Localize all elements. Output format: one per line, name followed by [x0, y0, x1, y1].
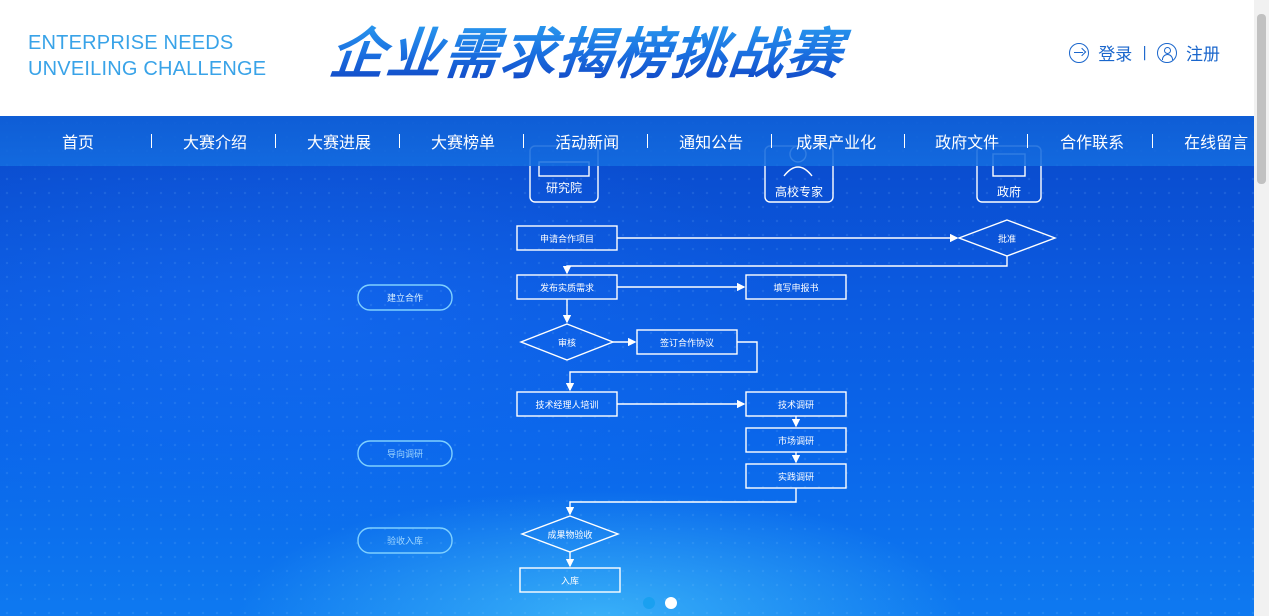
site-header: ENTERPRISE NEEDS UNVEILING CHALLENGE 企业需… — [0, 0, 1254, 116]
step-storage-box — [519, 567, 621, 593]
phase-label: 验收入库 — [387, 535, 423, 547]
login-label: 登录 — [1098, 45, 1133, 65]
nav-item-label: 合作联系 — [1060, 133, 1125, 152]
nav-divider — [647, 134, 649, 148]
nav-item[interactable]: 大赛进展 — [307, 129, 401, 153]
nav-item-label: 在线留言 — [1184, 133, 1249, 152]
step-label: 市场调研 — [778, 435, 814, 447]
step-label: 入库 — [561, 575, 579, 587]
phase-research-pill — [357, 440, 453, 467]
carousel-pagination — [643, 597, 677, 609]
arrow-sign-training — [565, 341, 758, 392]
step-label: 实践调研 — [778, 471, 814, 483]
nav-item[interactable]: 通知公告 — [679, 129, 773, 153]
step-review-diamond — [519, 323, 615, 361]
register-label: 注册 — [1186, 45, 1220, 65]
expert-body-icon — [783, 166, 813, 177]
brand-english-line-1: ENTERPRISE NEEDS — [28, 32, 234, 54]
step-label: 填写申报书 — [773, 282, 818, 294]
brand-chinese-title-logo[interactable]: 企业需求揭榜挑战赛 — [326, 20, 918, 88]
step-label: 批准 — [998, 233, 1016, 245]
scrollbar-thumb[interactable] — [1257, 14, 1266, 184]
actor-label: 高校专家 — [775, 184, 823, 199]
step-label: 技术调研 — [778, 399, 814, 411]
auth-links: 登录 | 注册 — [1069, 40, 1220, 65]
main-nav: 首页 大赛介绍 大赛进展 大赛榜单 活动新闻 通知公告 成果产业化 政府文件 合作联系 在线留言 — [0, 116, 1254, 166]
nav-divider — [904, 134, 906, 148]
actor-label: 研究院 — [546, 180, 582, 195]
nav-divider — [771, 134, 773, 148]
nav-divider — [523, 134, 525, 148]
brand-english-name: ENTERPRISE NEEDS UNVEILING CHALLENGE — [28, 30, 266, 82]
login-link[interactable]: 登录 — [1069, 40, 1132, 65]
step-label: 签订合作协议 — [660, 337, 714, 349]
nav-item[interactable]: 首页 — [62, 129, 153, 153]
nav-item-label: 大赛进展 — [307, 133, 372, 152]
arrow-circle-icon — [1069, 42, 1090, 63]
nav-item[interactable]: 合作联系 — [1060, 129, 1154, 153]
nav-divider — [1152, 134, 1154, 148]
phase-label: 建立合作 — [387, 292, 423, 304]
nav-item-label: 大赛榜单 — [431, 133, 496, 152]
arrow-practice-acceptance — [565, 488, 797, 516]
carousel-dot[interactable] — [643, 597, 655, 609]
cooperation-flowchart: 研究院 高校专家 政府 申请合作项目 批准 发布实质需求 填写申报书 审核 签订… — [357, 145, 1057, 593]
phase-label: 导向调研 — [387, 448, 423, 460]
nav-divider — [151, 134, 153, 148]
auth-separator: | — [1142, 44, 1147, 61]
step-label: 成果物验收 — [547, 529, 592, 541]
nav-item-label: 首页 — [62, 133, 95, 152]
phase-cooperation-pill — [357, 284, 453, 311]
nav-item[interactable]: 大赛榜单 — [431, 129, 525, 153]
step-label: 发布实质需求 — [540, 282, 594, 294]
nav-item[interactable]: 活动新闻 — [555, 129, 649, 153]
nav-divider — [1027, 134, 1029, 148]
phase-acceptance-pill — [357, 527, 453, 554]
step-label: 审核 — [558, 337, 576, 349]
brand-english-line-2: UNVEILING CHALLENGE — [28, 58, 267, 80]
nav-item[interactable]: 在线留言 — [1184, 129, 1269, 153]
nav-divider — [275, 134, 277, 148]
nav-item-label: 通知公告 — [679, 133, 744, 152]
step-label: 申请合作项目 — [540, 233, 594, 245]
user-circle-icon — [1157, 42, 1177, 63]
nav-item[interactable]: 政府文件 — [935, 129, 1029, 153]
carousel-dot[interactable] — [665, 597, 677, 609]
actor-label: 政府 — [997, 184, 1021, 199]
banner-dot-pattern — [0, 116, 1254, 616]
register-link[interactable]: 注册 — [1157, 40, 1220, 65]
nav-item-label: 政府文件 — [935, 133, 1000, 152]
nav-item-label: 成果产业化 — [796, 133, 877, 152]
step-label: 技术经理人培训 — [535, 399, 598, 411]
nav-divider — [399, 134, 401, 148]
step-fill-box — [745, 274, 847, 300]
page-scrollbar[interactable] — [1254, 0, 1269, 616]
nav-item[interactable]: 成果产业化 — [796, 129, 906, 153]
nav-item-label: 活动新闻 — [555, 133, 620, 152]
arrow-approve-publish — [562, 256, 1008, 275]
nav-item[interactable]: 大赛介绍 — [183, 129, 277, 153]
nav-item-label: 大赛介绍 — [183, 133, 248, 152]
hero-banner — [0, 116, 1254, 616]
